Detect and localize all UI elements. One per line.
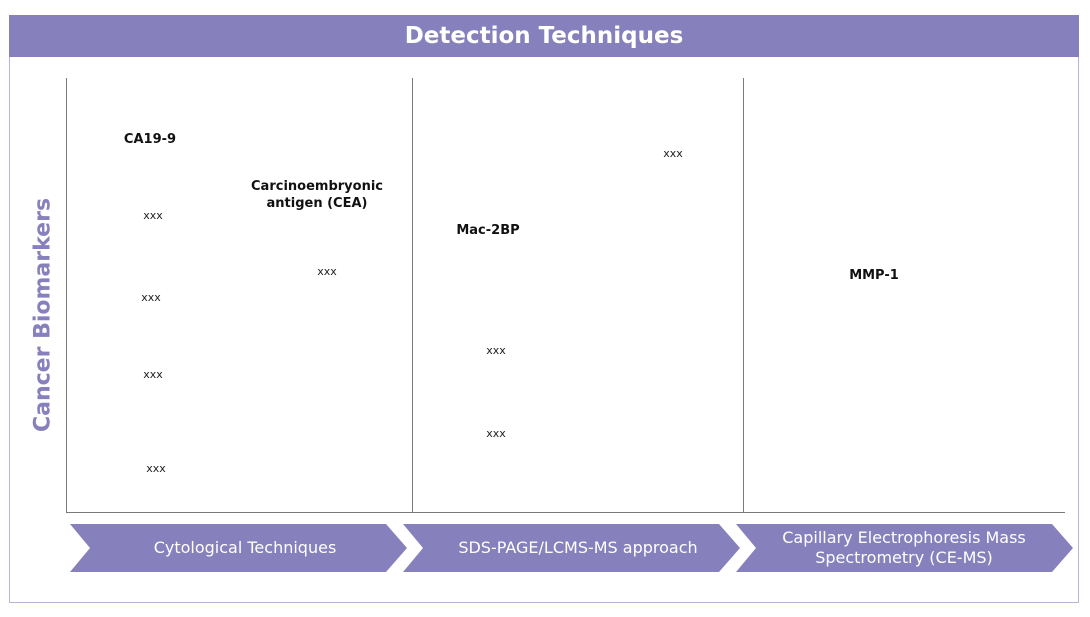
stage-label-3: Capillary Electrophoresis Mass Spectrome… xyxy=(782,528,1026,567)
stage-label-1: Cytological Techniques xyxy=(153,538,337,557)
placeholder-mark: xxx xyxy=(143,368,163,381)
biomarker-cea-line1: Carcinoembryonic xyxy=(251,179,383,194)
y-axis-line xyxy=(66,78,67,512)
biomarker-mmp1: MMP-1 xyxy=(849,268,899,283)
placeholder-mark: xxx xyxy=(663,147,683,160)
placeholder-mark: xxx xyxy=(486,344,506,357)
title-bar: Detection Techniques xyxy=(9,15,1079,57)
biomarker-mac2bp: Mac-2BP xyxy=(456,223,520,238)
diagram-frame xyxy=(9,15,1079,603)
x-axis-line xyxy=(66,512,1065,513)
placeholder-mark: xxx xyxy=(143,209,163,222)
diagram-title: Detection Techniques xyxy=(404,23,684,49)
stage-label-2: SDS-PAGE/LCMS-MS approach xyxy=(458,538,698,557)
column-divider-2 xyxy=(743,78,744,512)
biomarker-ca199: CA19-9 xyxy=(123,132,177,147)
biomarker-cea-line2: antigen (CEA) xyxy=(266,196,368,211)
placeholder-mark: xxx xyxy=(141,291,161,304)
biomarker-cea: Carcinoembryonic antigen (CEA) xyxy=(251,178,383,212)
stage-arrow-2 xyxy=(403,524,740,572)
stage-arrow-1 xyxy=(70,524,407,572)
stage-arrow-3 xyxy=(736,524,1073,572)
placeholder-mark: xxx xyxy=(317,265,337,278)
placeholder-mark: xxx xyxy=(486,427,506,440)
placeholder-mark: xxx xyxy=(146,462,166,475)
column-divider-1 xyxy=(412,78,413,512)
